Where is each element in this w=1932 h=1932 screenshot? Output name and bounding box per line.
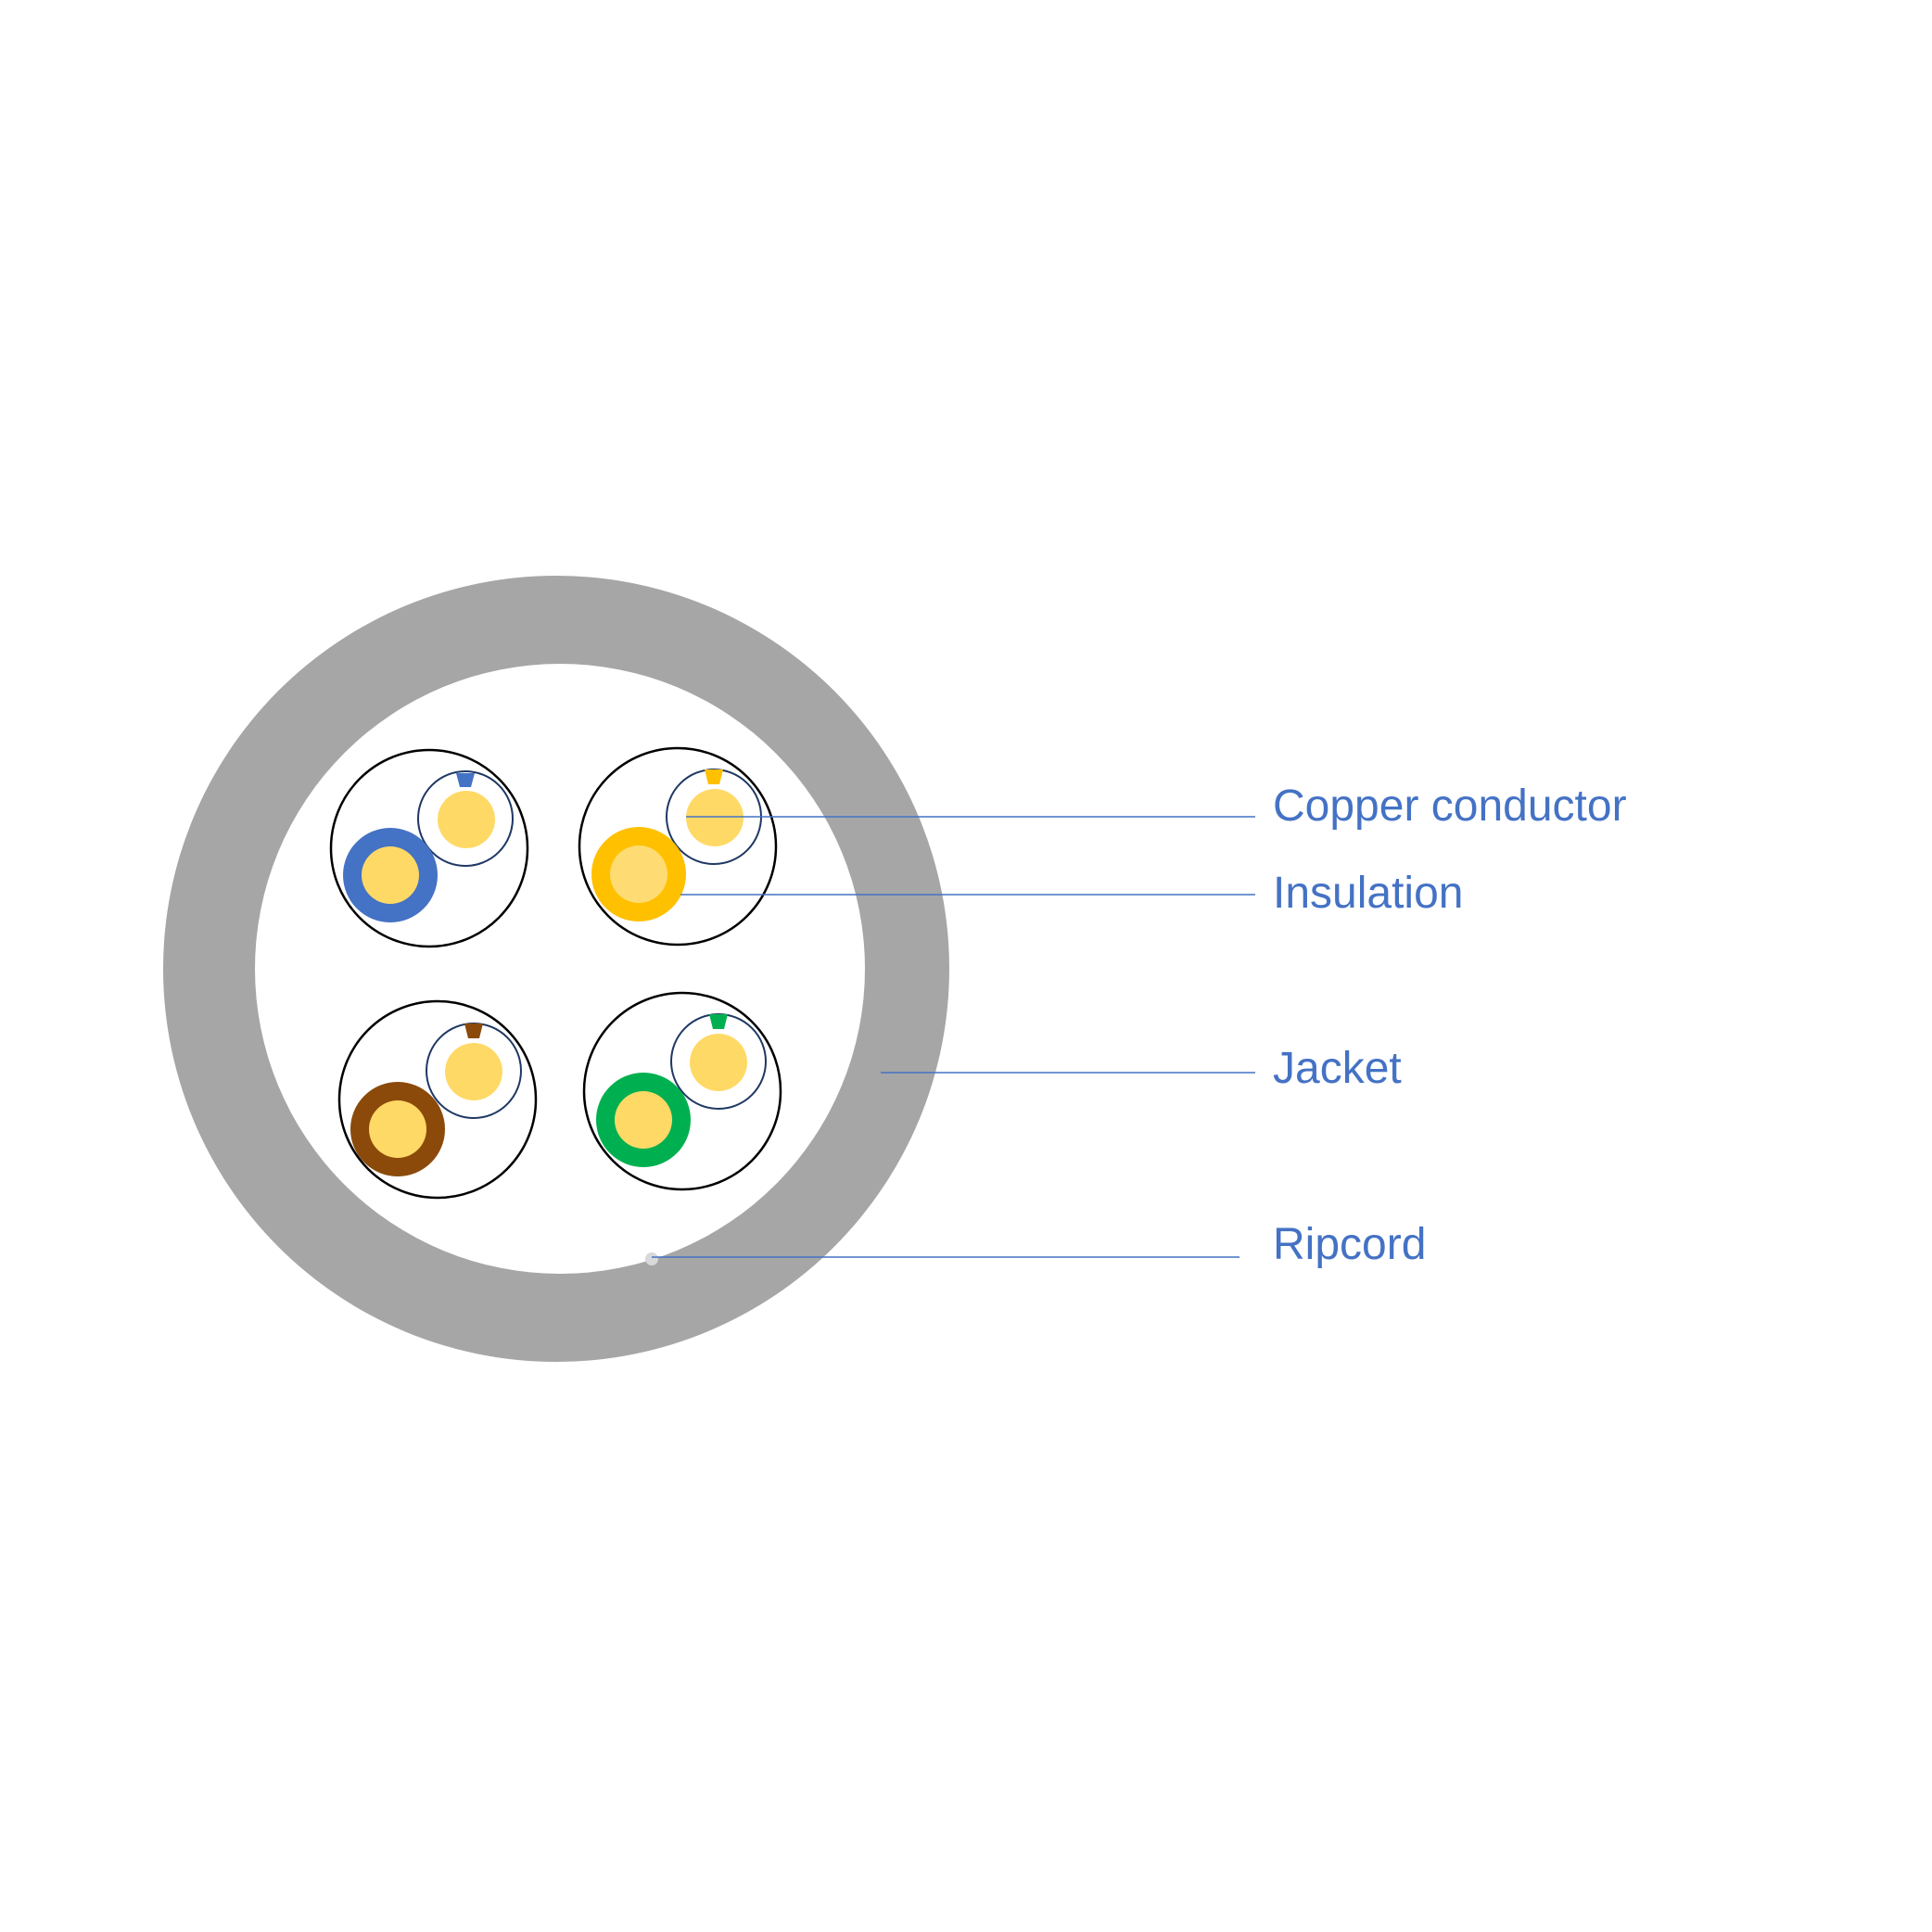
pair-boundary-circle [582,991,782,1191]
pair-boundary-circle [329,748,529,948]
stripe-marker-orange [705,769,723,784]
copper-conductor-core [362,846,419,904]
ripcord-dot [645,1252,658,1265]
label-copper-conductor: Copper conductor [1273,782,1627,831]
pair-boundary-circle [337,999,538,1200]
label-insulation: Insulation [1273,869,1463,918]
label-ripcord: Ripcord [1273,1220,1426,1269]
copper-conductor-core [610,845,667,903]
label-jacket: Jacket [1273,1044,1402,1093]
copper-conductor-core [690,1034,747,1091]
twisted-pair-green [582,991,782,1191]
copper-conductor-core [445,1043,502,1100]
cable-core-area [255,664,865,1274]
pair-boundary-circle [578,746,778,947]
copper-conductor-core [615,1091,672,1149]
twisted-pair-orange [578,746,778,947]
copper-conductor-core [369,1100,426,1158]
stripe-marker-blue [456,773,475,787]
twisted-pair-brown [337,999,538,1200]
stripe-marker-brown [464,1023,483,1038]
stripe-marker-green [709,1014,728,1029]
copper-conductor-core [438,791,495,848]
copper-conductor-core [686,789,744,846]
twisted-pair-blue [329,748,529,948]
